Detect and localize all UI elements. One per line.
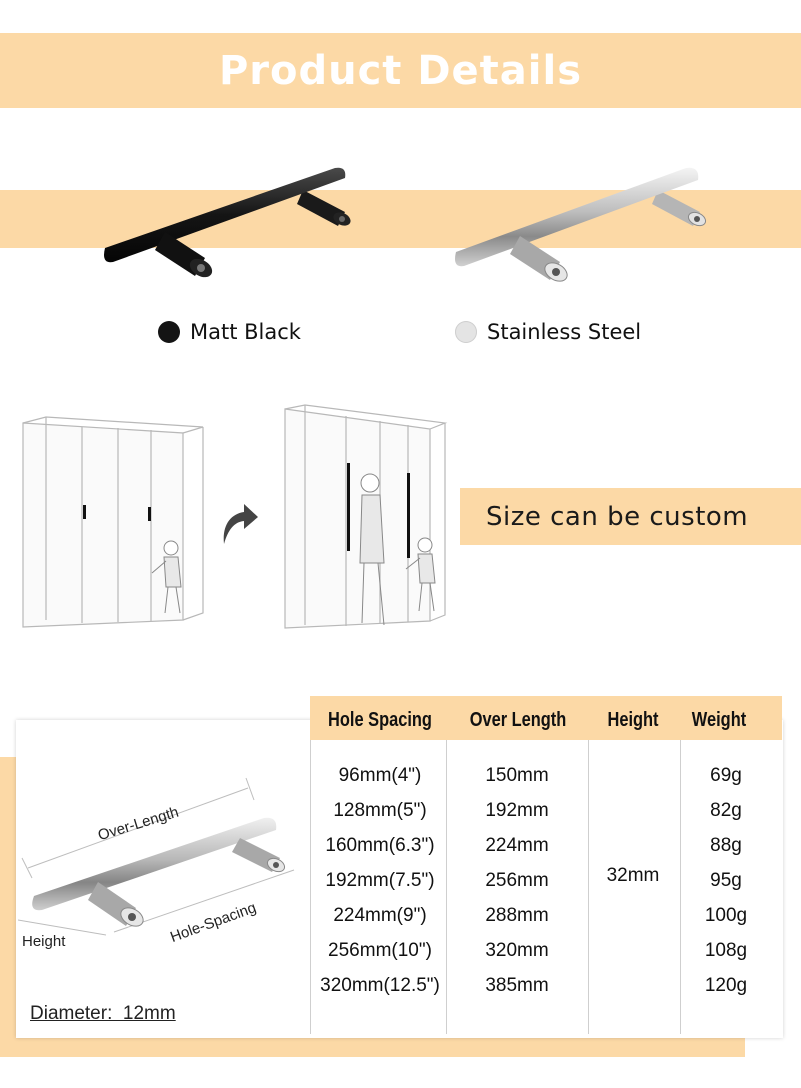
table-cell-height: 32mm — [606, 865, 660, 886]
table-cell-weight: 82g — [710, 800, 742, 821]
column-header-hole-spacing: Hole Spacing — [328, 709, 432, 731]
matt-black-handle-image — [104, 167, 351, 278]
table-cell-hole-spacing: 96mm(4") — [338, 765, 422, 786]
page-title: Product Details — [218, 47, 583, 94]
table-cell-weight: 108g — [704, 940, 748, 961]
child-figure — [405, 537, 436, 612]
table-cell-hole-spacing: 128mm(5") — [333, 800, 427, 821]
variant-matt-black: Matt Black — [158, 320, 301, 344]
table-cell-hole-spacing: 160mm(6.3") — [325, 835, 435, 856]
spec-card — [16, 720, 783, 1038]
variant-stainless-steel: Stainless Steel — [455, 320, 641, 344]
table-cell-over-length: 320mm — [485, 940, 549, 961]
handle-dimension-diagram — [18, 777, 295, 936]
column-divider — [310, 740, 311, 1034]
table-cell-over-length: 256mm — [485, 870, 549, 891]
wardrobe-small-handles-illustration — [22, 416, 204, 628]
table-cell-weight: 120g — [704, 975, 748, 996]
table-cell-hole-spacing: 320mm(12.5") — [320, 975, 440, 996]
table-cell-over-length: 192mm — [485, 800, 549, 821]
spec-table-header — [310, 696, 782, 740]
table-cell-over-length: 150mm — [485, 765, 549, 786]
table-cell-weight: 95g — [710, 870, 742, 891]
table-cell-over-length: 385mm — [485, 975, 549, 996]
child-figure — [151, 540, 182, 614]
variant-label: Stainless Steel — [487, 320, 642, 344]
column-divider — [680, 740, 681, 1034]
column-header-height: Height — [607, 709, 659, 731]
custom-size-label: Size can be custom — [486, 501, 749, 532]
table-cell-weight: 88g — [710, 835, 742, 856]
column-divider — [588, 740, 589, 1034]
custom-size-banner: Size can be custom — [460, 488, 801, 545]
column-header-over-length: Over Length — [469, 709, 567, 731]
wardrobe-long-handles-illustration — [284, 404, 448, 629]
matt-black-swatch — [158, 321, 180, 343]
height-label: Height — [22, 933, 66, 950]
adult-figure — [359, 473, 385, 626]
stainless-steel-swatch — [455, 321, 477, 343]
table-cell-hole-spacing: 192mm(7.5") — [325, 870, 435, 891]
stainless-steel-handle-image — [455, 167, 707, 282]
variant-label: Matt Black — [190, 320, 301, 344]
column-divider — [446, 740, 447, 1034]
header-banner: Product Details — [0, 33, 801, 108]
table-cell-hole-spacing: 224mm(9") — [333, 905, 427, 926]
column-header-weight: Weight — [691, 709, 747, 731]
diameter-label: Diameter: 12mm — [30, 1003, 176, 1024]
table-cell-weight: 69g — [710, 765, 742, 786]
table-cell-over-length: 288mm — [485, 905, 549, 926]
table-cell-over-length: 224mm — [485, 835, 549, 856]
table-cell-weight: 100g — [704, 905, 748, 926]
redirect-arrow-icon — [223, 504, 258, 544]
table-cell-hole-spacing: 256mm(10") — [328, 940, 432, 961]
